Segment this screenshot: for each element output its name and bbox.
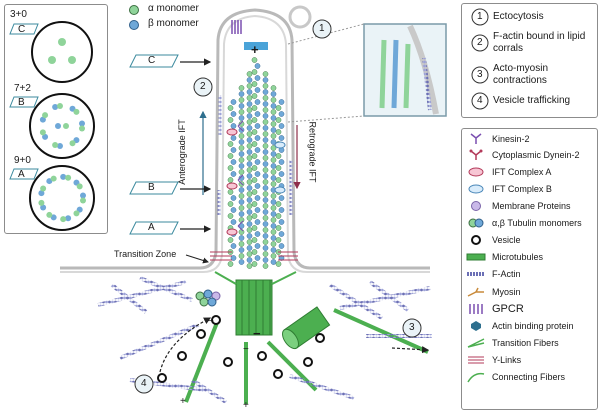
actomyosin-arrow	[391, 346, 430, 354]
legend-num-1: 1	[477, 11, 483, 22]
legend-process-1: Ectocytosis	[493, 11, 544, 22]
minus-end-base: −	[253, 326, 261, 341]
gpcr-at-tip	[231, 20, 242, 34]
alpha-monomer-label: α monomer	[148, 3, 199, 14]
key-label: α,β Tubulin monomers	[492, 218, 582, 228]
tip-cap	[244, 42, 268, 50]
plus-end-mt1: +	[180, 396, 186, 407]
cs-tag-a-label: A	[18, 169, 25, 180]
cell-membrane-inner	[60, 14, 430, 273]
axoneme	[227, 57, 285, 269]
legend-num-4: 4	[477, 95, 483, 106]
process-marker-1	[312, 19, 332, 39]
key-label: Vesicle	[492, 235, 521, 245]
process-marker-3-num: 3	[409, 322, 415, 333]
beta-monomer-icon	[129, 20, 139, 30]
cs-config-c: 3+0	[10, 9, 27, 20]
process-marker-3	[402, 318, 422, 338]
key-label: Kinesin-2	[492, 134, 530, 144]
transition-zone-structures	[210, 251, 298, 261]
level-c-label: C	[148, 55, 156, 66]
legend-process-2: F-actin bound in lipid corrals	[493, 31, 586, 54]
ift-b-icon	[466, 183, 486, 195]
process-marker-4-num: 4	[141, 378, 147, 389]
microtubule-icon	[466, 251, 486, 263]
membrane-protein-icon	[466, 200, 486, 212]
level-a-label: A	[148, 222, 155, 233]
beta-monomer-label: β monomer	[148, 18, 199, 29]
process-marker-4	[134, 374, 154, 394]
transition-fibers-icon	[466, 337, 486, 349]
cs-config-a: 9+0	[14, 155, 31, 166]
legend-num-3: 3	[477, 69, 483, 80]
plus-end-mt2: +	[243, 400, 249, 411]
key-label: Transition Fibers	[492, 338, 559, 348]
cross-section-c	[31, 21, 93, 83]
ciliary-actin	[217, 95, 293, 215]
transition-zone-label: Transition Zone	[114, 249, 177, 259]
cell-membrane	[60, 8, 430, 270]
key-label: Myosin	[492, 287, 521, 297]
cs-tag-b-label: B	[18, 97, 25, 108]
key-label: GPCR	[492, 303, 524, 315]
legend-process-3: Acto-myosin contractions	[493, 63, 549, 86]
key-label: Y-Links	[492, 355, 522, 365]
vesicles	[157, 315, 325, 383]
transition-zone-pointer	[185, 254, 209, 264]
vesicle-trafficking-arrow	[159, 317, 212, 373]
gpcr-icon	[466, 303, 486, 315]
vesicle-icon	[466, 234, 486, 246]
minus-end-mt2: −	[243, 344, 249, 355]
cross-section-a	[29, 165, 95, 231]
key-label: Connecting Fibers	[492, 372, 566, 382]
key-label: IFT Complex B	[492, 184, 552, 194]
level-tag-b	[129, 181, 179, 195]
connecting-fibers-icon	[466, 371, 486, 383]
process-marker-2-num: 2	[200, 81, 206, 92]
basal-body	[214, 271, 297, 336]
key-label: Actin binding protein	[492, 321, 574, 331]
cs-config-b: 7+2	[14, 83, 31, 94]
dynein-icon	[466, 149, 486, 161]
key-label: Cytoplasmic Dynein-2	[492, 150, 580, 160]
ift-trains	[226, 120, 286, 236]
ectosome	[288, 5, 312, 29]
level-tag-a	[129, 221, 179, 235]
cross-section-b	[29, 93, 95, 159]
legend-num-2: 2	[477, 37, 483, 48]
process-marker-2	[193, 77, 213, 97]
f-actin-icon	[466, 268, 486, 280]
tubulin-icon	[466, 217, 486, 229]
cs-tag-c	[9, 23, 39, 35]
plus-end-tip: +	[251, 42, 259, 57]
ift-a-icon	[466, 166, 486, 178]
cytoplasmic-actin	[97, 276, 432, 404]
myosin-icon	[466, 286, 486, 298]
legend-num-circles	[471, 8, 489, 110]
level-b-label: B	[148, 182, 155, 193]
minus-end-mt1: −	[208, 316, 214, 327]
protein-cluster	[195, 289, 221, 307]
key-label: F-Actin	[492, 269, 521, 279]
key-label: IFT Complex A	[492, 167, 552, 177]
daughter-centriole	[282, 306, 331, 350]
actin-binding-protein-icon	[466, 320, 486, 332]
key-label: Microtubules	[492, 252, 544, 262]
anterograde-label: Anterograde IFT	[176, 119, 187, 185]
key-label: Membrane Proteins	[492, 201, 571, 211]
zoom-inset-content	[379, 24, 439, 115]
alpha-monomer-icon	[129, 5, 139, 15]
process-marker-1-num: 1	[319, 23, 325, 34]
cs-tag-a	[9, 168, 39, 180]
legend-process-4: Vesicle trafficking	[493, 95, 571, 106]
cs-tag-c-label: C	[18, 24, 26, 35]
kinesin-icon	[466, 133, 486, 145]
level-tag-c	[129, 54, 179, 68]
y-links-icon	[466, 354, 486, 366]
cs-tag-b	[9, 96, 39, 108]
retrograde-label: Retrograde IFT	[307, 121, 318, 183]
